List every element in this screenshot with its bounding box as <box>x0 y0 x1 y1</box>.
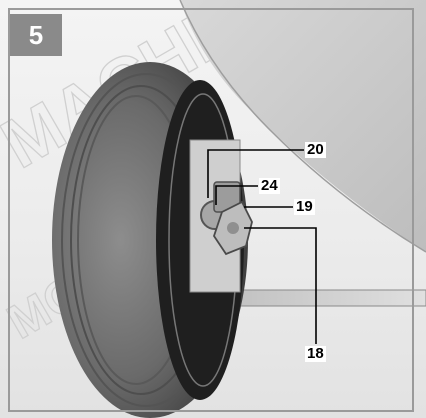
callout-label-18: 18 <box>305 345 326 362</box>
callout-label-24: 24 <box>259 177 280 194</box>
callout-label-19: 19 <box>294 198 315 215</box>
nut-center <box>227 222 239 234</box>
leader-line-18 <box>244 227 317 344</box>
leader-line-24 <box>215 185 258 205</box>
callout-label-20: 20 <box>305 141 326 158</box>
tank-edge <box>179 0 426 253</box>
tank-body <box>180 0 426 252</box>
step-number-badge: 5 <box>10 14 62 56</box>
leader-line-20 <box>207 149 304 198</box>
